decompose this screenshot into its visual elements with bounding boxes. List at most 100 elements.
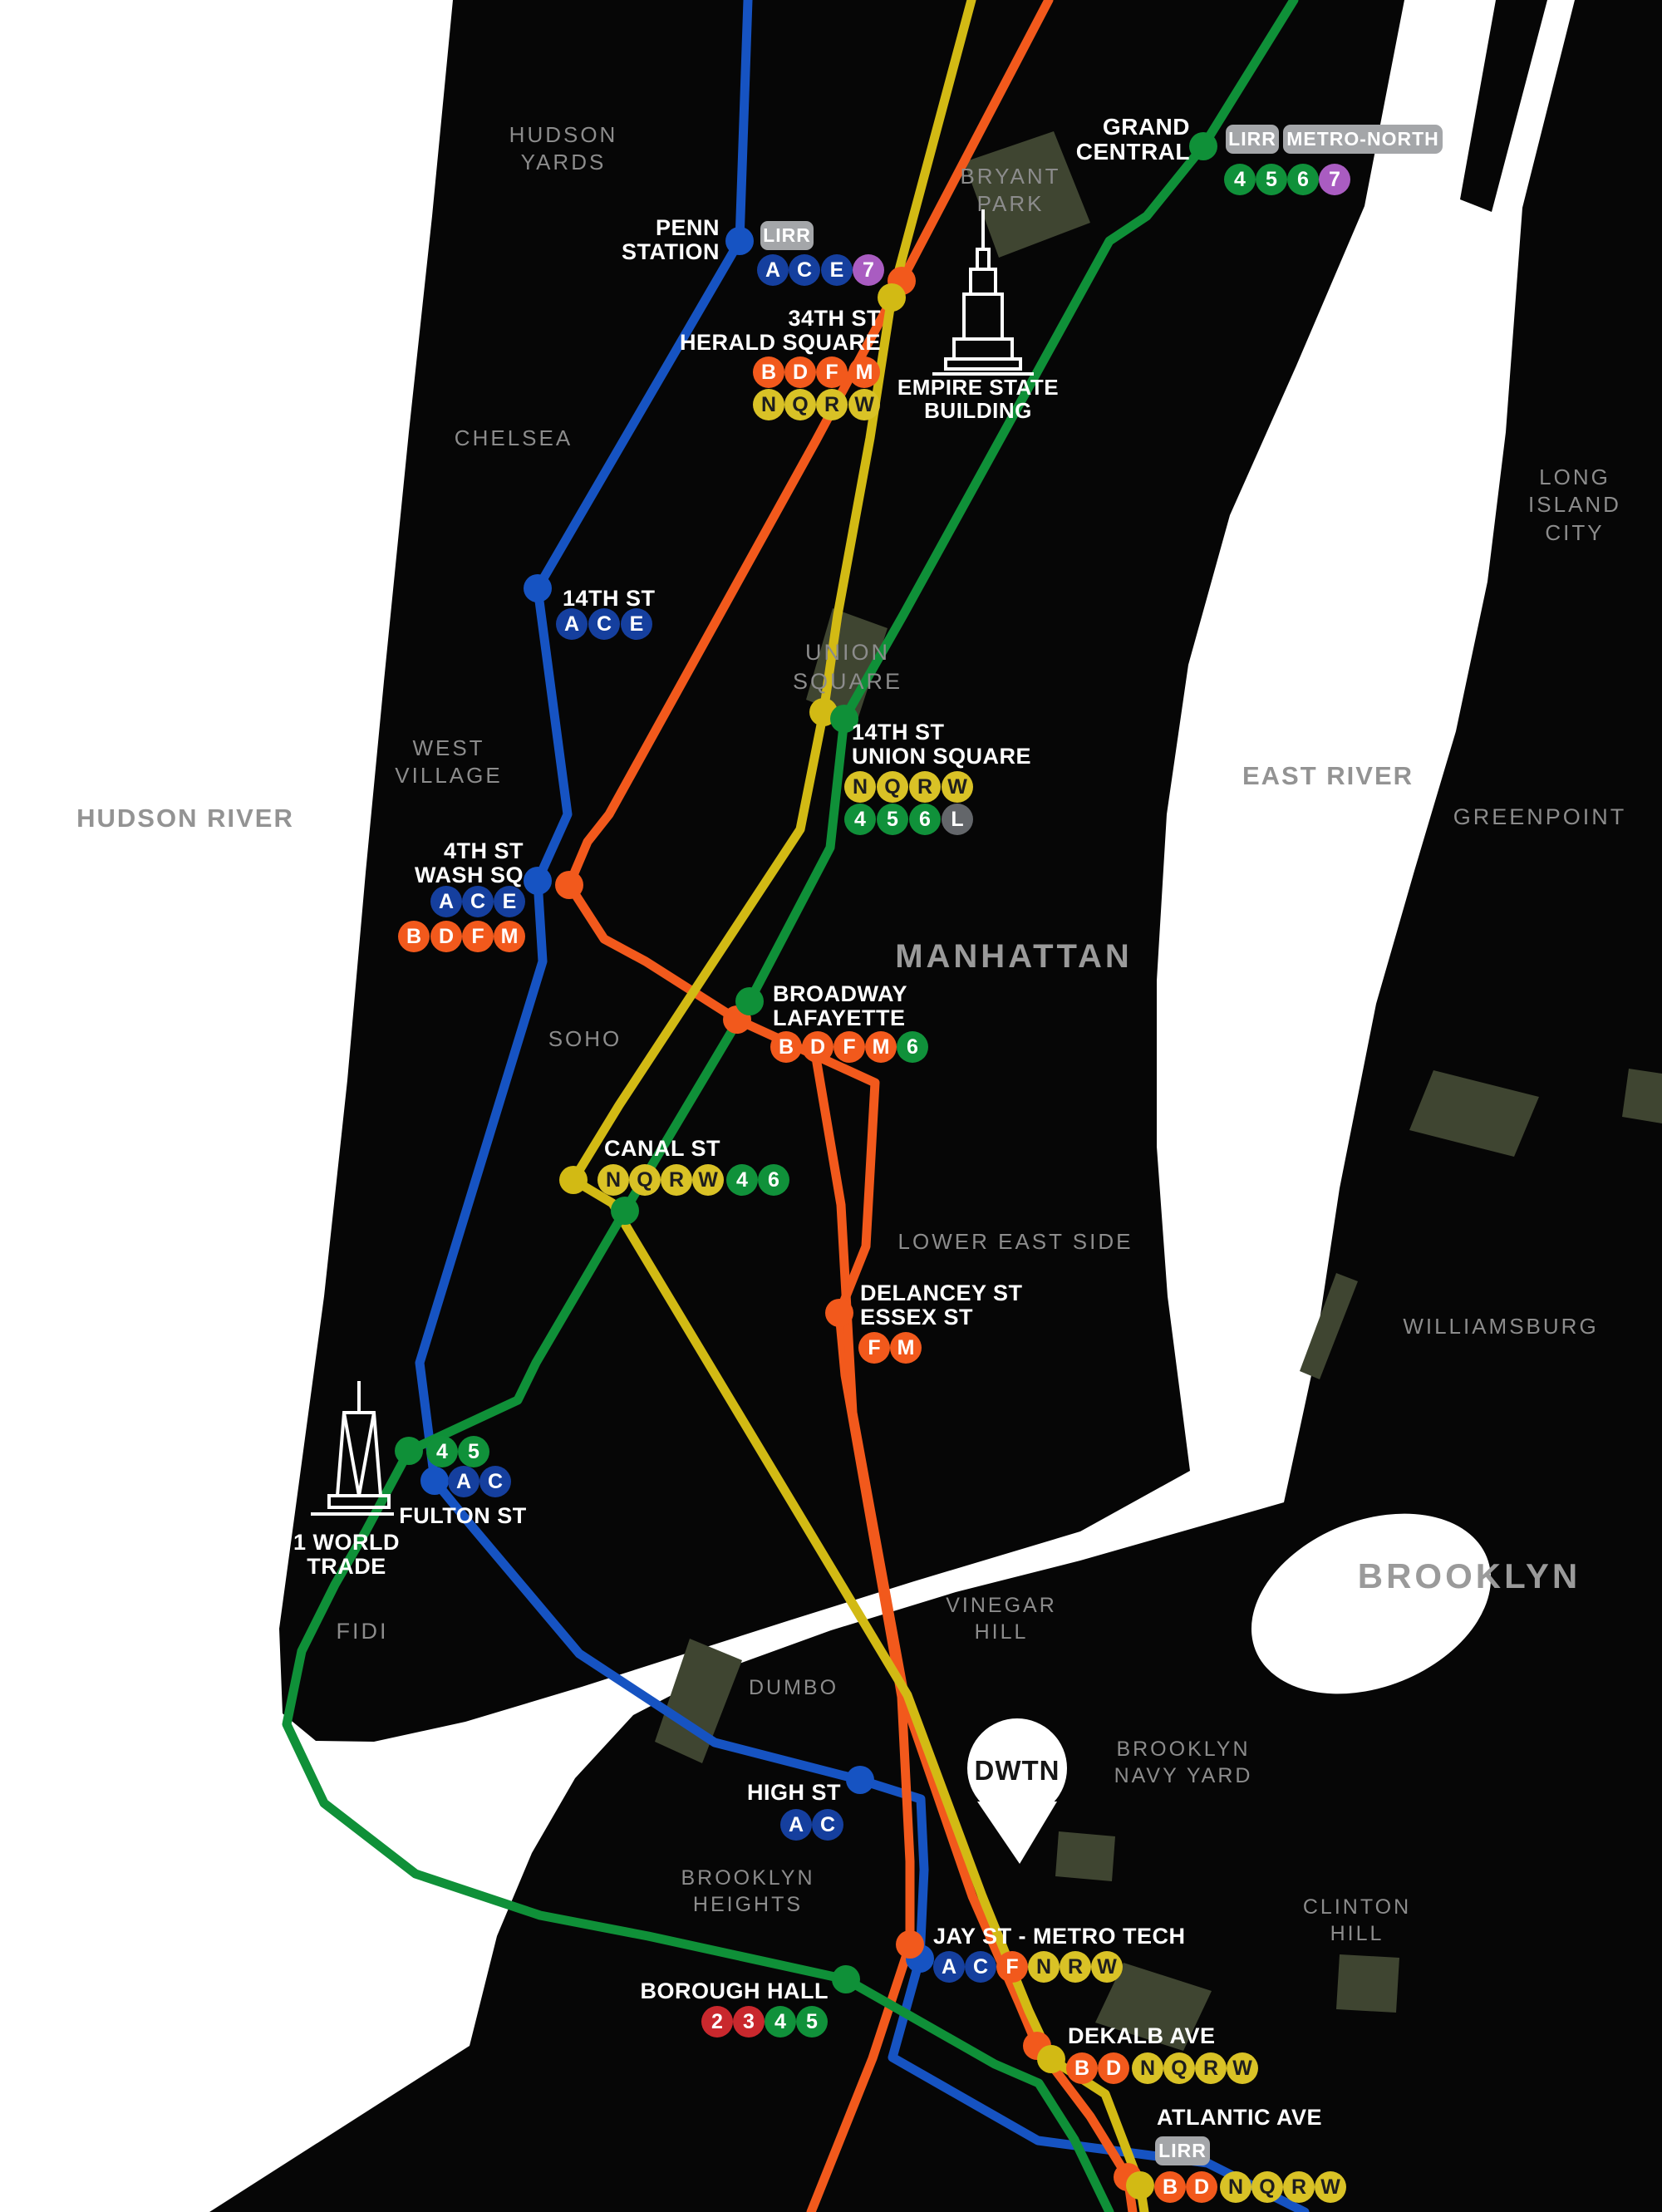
route-badge-m-delancey-st-essex-st: M [890,1332,922,1364]
empire-state-building-icon [932,209,1034,376]
station-dot [896,1930,924,1959]
route-badge-4-14th-st-union-square: 4 [844,804,876,835]
station-dot [524,867,552,895]
route-badge-w-14th-st-union-square: W [942,771,973,803]
neighborhood-label-line: BROOKLYN [1116,1738,1251,1761]
route-badge-f-jay-st-metro-tech: F [996,1951,1028,1983]
station-name-line: STATION [622,239,720,265]
route-badge-q-atlantic-ave: Q [1251,2171,1283,2203]
route-badge-4-canal-st: 4 [726,1164,758,1196]
route-badge-n-atlantic-ave: N [1220,2171,1251,2203]
station-name-line: 34TH ST [788,306,881,331]
railroad-badge-lirr-penn-station: LIRR [760,221,814,250]
route-badge-f-delancey-st-essex-st: F [858,1332,890,1364]
route-badge-a-fulton-st: A [448,1466,479,1497]
route-badge-5-borough-hall: 5 [796,2006,828,2037]
dwtn-pin [967,1718,1067,1864]
neighborhood-label-line: MANHATTAN [895,938,1133,975]
neighborhood-label-line: NAVY YARD [1114,1764,1253,1787]
station-dot [395,1437,423,1465]
line-ace-blue [415,0,1310,2212]
commodore-barry-park-shape [1055,1831,1115,1881]
route-badge-d-4th-st-wash-sq: D [430,921,462,952]
neighborhood-fidi: FIDI [337,1617,389,1646]
station-name-line: ATLANTIC AVE [1157,2105,1322,2130]
route-badge-q-canal-st: Q [629,1164,661,1196]
route-badge-c-4th-st-wash-sq: C [462,886,494,917]
neighborhood-manhattan: MANHATTAN [895,936,1133,978]
route-badge-w-canal-st: W [692,1164,724,1196]
station-name-line: HIGH ST [746,1780,841,1805]
station-name-line: WASH SQ [414,863,524,888]
route-badge-6-canal-st: 6 [758,1164,789,1196]
neighborhood-east-river: EAST RIVER [1242,759,1414,793]
fort-greene-park-shape [1095,1963,1212,2051]
route-badge-w-dekalb-ave: W [1227,2052,1258,2084]
neighborhood-label-line: SOHO [548,1026,622,1051]
neighborhood-lower-east-side: LOWER EAST SIDE [898,1228,1133,1256]
route-badge-2-borough-hall: 2 [701,2006,733,2037]
station-dot [1126,2171,1154,2200]
station-dot [559,1166,588,1194]
neighborhood-greenpoint: GREENPOINT [1453,803,1627,832]
route-badge-b-atlantic-ave: B [1154,2171,1186,2203]
station-name-line: JAY ST - METRO TECH [933,1924,1186,1949]
route-badge-6-broadway-lafayette: 6 [897,1031,928,1063]
station-dot [846,1766,874,1794]
station-name-line: DEKALB AVE [1068,2023,1216,2048]
neighborhood-label-line: BROOKLYN [1357,1556,1581,1595]
landmark-label-line: EMPIRE STATE [897,375,1060,400]
route-badge-m-4th-st-wash-sq: M [494,921,525,952]
neighborhood-label-line: DUMBO [748,1676,839,1699]
route-badge-b-dekalb-ave: B [1066,2052,1098,2084]
route-badge-l-14th-st-union-square: L [942,804,973,835]
williamsburg-shore-park-shape [1300,1273,1358,1379]
station-name-line: LAFAYETTE [773,1005,906,1031]
route-badge-w-34th-st-herald-square: W [848,389,880,420]
station-dot [1037,2045,1065,2073]
neighborhood-label-line: CITY [1545,519,1605,545]
route-badge-a-penn-station: A [757,254,789,286]
mccarren-park-shape [1409,1070,1539,1157]
neighborhood-brooklyn-navy-yard: BROOKLYN NAVY YARD [1114,1736,1253,1789]
neighborhood-label-line: HILL [974,1620,1029,1644]
route-badge-r-canal-st: R [661,1164,692,1196]
route-badge-d-dekalb-ave: D [1098,2052,1129,2084]
route-badge-b-34th-st-herald-square: B [753,356,784,388]
route-badge-q-34th-st-herald-square: Q [784,389,816,420]
route-badge-r-dekalb-ave: R [1195,2052,1227,2084]
route-badge-f-4th-st-wash-sq: F [462,921,494,952]
route-badge-n-14th-st-union-square: N [844,771,876,803]
station-name-line: DELANCEY ST [860,1281,1023,1305]
neighborhood-label-line: PARK [976,191,1045,217]
station-name-line: 4TH ST [443,838,524,863]
wallabout-bay-water [1251,1513,1492,1694]
one-world-trade-icon [311,1381,394,1516]
manhattan-landmass [279,0,1404,1742]
station-name-line: FULTON ST [399,1503,527,1528]
route-badge-n-jay-st-metro-tech: N [1028,1951,1060,1983]
route-badge-m-34th-st-herald-square: M [848,356,880,388]
route-badge-c-fulton-st: C [479,1466,511,1497]
station-dot [420,1467,449,1495]
route-badge-6-grand-central: 6 [1287,164,1319,195]
station-dot [832,1965,860,1993]
neighborhood-label-line: YARDS [520,150,607,175]
station-name-borough-hall: BOROUGH HALL [641,1979,829,2003]
station-name-line: 14TH ST [563,586,656,611]
route-badge-r-34th-st-herald-square: R [816,389,848,420]
station-name-dekalb-ave: DEKALB AVE [1068,2023,1216,2048]
station-dot [555,871,583,899]
route-badge-4-grand-central: 4 [1224,164,1256,195]
neighborhood-label-line: HILL [1330,1922,1384,1945]
route-badge-a-14th-st: A [556,608,588,640]
station-dot [830,705,858,733]
route-badge-r-14th-st-union-square: R [909,771,941,803]
station-name-high-st: HIGH ST [746,1780,841,1805]
